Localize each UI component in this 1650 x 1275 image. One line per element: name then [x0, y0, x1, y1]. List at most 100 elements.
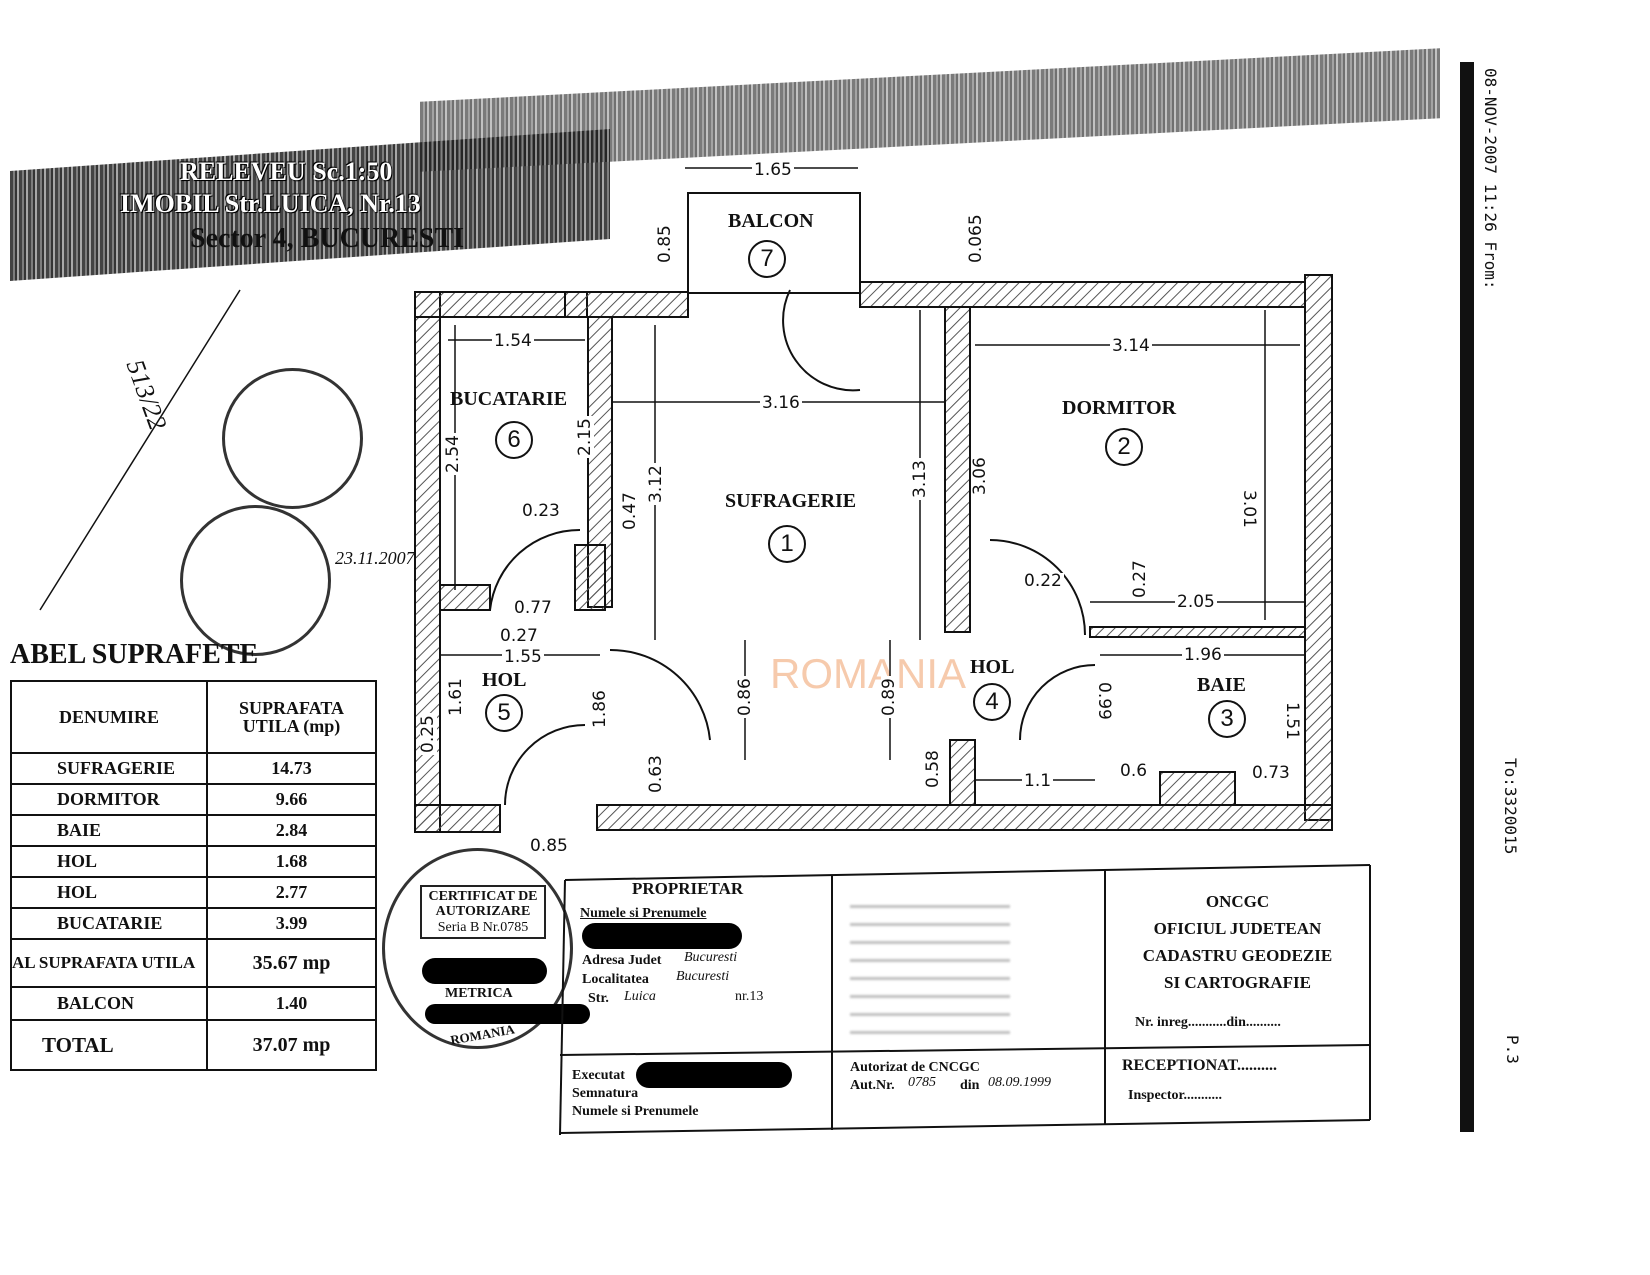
header-cell: SUPRAFATA UTILA (mp) [206, 680, 377, 754]
owner-name-label: Numele si Prenumele [580, 906, 707, 921]
auth-din: din [960, 1078, 980, 1093]
dimension-label: 3.16 [760, 393, 802, 413]
redaction [422, 958, 547, 984]
dimension-label: 0.63 [646, 753, 666, 795]
cert-class: METRICA [445, 986, 513, 1001]
watermark: ROMANIA [770, 650, 967, 697]
oncgc-box: ONCGC OFICIUL JUDETEAN CADASTRU GEODEZIE… [1105, 888, 1370, 996]
fax-to: To:3320015 [1501, 758, 1520, 855]
dimension-label: 3.13 [910, 458, 930, 500]
title-scale: RELEVEU Sc.1:50 [180, 157, 393, 186]
dimension-label: 0.25 [418, 713, 438, 755]
cert-title: CERTIFICAT DE AUTORIZARE [428, 889, 538, 920]
auth-line2: Aut.Nr. [850, 1078, 895, 1093]
dimension-label: 1.55 [502, 647, 544, 667]
dimension-label: 0.89 [879, 676, 899, 718]
dimension-label: 0.27 [1130, 558, 1150, 600]
dimension-label: 1.86 [590, 688, 610, 730]
owner-street-number: nr.13 [735, 989, 764, 1004]
owner-street-label: Str. [588, 991, 609, 1006]
room-number: 3 [1208, 700, 1246, 738]
redaction [425, 1004, 590, 1024]
dimension-label: 1.61 [446, 676, 466, 718]
auth-date: 08.09.1999 [988, 1075, 1051, 1090]
official-stamp [222, 368, 363, 509]
blurred-field [850, 905, 1010, 1035]
dimension-label: 0.47 [620, 490, 640, 532]
redaction [582, 923, 742, 949]
oncgc-line: SI CARTOGRAFIE [1164, 973, 1311, 992]
dimension-label: 0.22 [1022, 571, 1064, 591]
dimension-label: 1.54 [492, 331, 534, 351]
room-label-baie: BAIE [1197, 674, 1246, 696]
dimension-label: 2.54 [443, 433, 463, 475]
dimension-label: 3.14 [1110, 336, 1152, 356]
room-number: 7 [748, 240, 786, 278]
room-label-hol-5: HOL [482, 669, 527, 691]
dimension-label: 1.51 [1282, 700, 1302, 742]
header-cell: DENUMIRE [10, 680, 208, 754]
oncgc-line: CADASTRU GEODEZIE [1142, 946, 1333, 965]
received-label: RECEPTIONAT.......... [1122, 1057, 1277, 1074]
dimension-label: 2.05 [1175, 592, 1217, 612]
room-number: 2 [1105, 428, 1143, 466]
owner-locality-label: Localitatea [582, 972, 649, 987]
redaction [636, 1062, 792, 1088]
dimension-label: 0.6 [1118, 761, 1150, 781]
cert-series: Seria B Nr.0785 [437, 919, 529, 935]
dimension-label: 3.06 [970, 455, 990, 497]
fax-page: P.3 [1503, 1035, 1522, 1064]
executed-label: Executat [572, 1068, 625, 1083]
room-label-bucatarie: BUCATARIE [450, 388, 568, 410]
dimension-label: 0.58 [923, 748, 943, 790]
dimension-label: 0.065 [966, 212, 986, 265]
dimension-label: 1.96 [1182, 645, 1224, 665]
title-address: IMOBIL Str.LUICA, Nr.13 [120, 189, 421, 218]
dimension-label: 0.73 [1250, 763, 1292, 783]
room-label-dormitor: DORMITOR [1062, 397, 1177, 419]
dimension-label: 0.99 [1094, 680, 1114, 722]
dimension-label: 0.27 [498, 626, 540, 646]
room-number: 6 [495, 421, 533, 459]
exec-name-label: Numele si Prenumele [572, 1104, 699, 1119]
room-label-sufragerie: SUFRAGERIE [725, 490, 857, 512]
room-number: 5 [485, 694, 523, 732]
area-table-title: ABEL SUPRAFETE [10, 639, 259, 670]
dimension-label: 2.15 [575, 416, 595, 458]
oncgc-line: ONCGC [1205, 892, 1270, 911]
dimension-label: 1.1 [1022, 771, 1054, 791]
dimension-label: 0.85 [655, 223, 675, 265]
room-label-balcon: BALCON [728, 210, 814, 232]
registration-number: Nr. inreg...........din.......... [1135, 1015, 1281, 1030]
dimension-label: 0.85 [528, 836, 570, 856]
owner-street-value: Luica [624, 989, 656, 1004]
signature-label: Semnatura [572, 1086, 639, 1101]
dimension-label: 0.23 [520, 501, 562, 521]
fax-from: 08-NOV-2007 11:26 From: [1481, 68, 1500, 290]
room-number: 4 [973, 683, 1011, 721]
dimension-label: 3.12 [646, 463, 666, 505]
dimension-label: 1.65 [752, 160, 794, 180]
certificate-stamp [382, 848, 573, 1049]
certificate-box: CERTIFICAT DE AUTORIZARE Seria B Nr.0785 [420, 885, 546, 940]
oncgc-line: OFICIUL JUDETEAN [1153, 919, 1322, 938]
inspector-label: Inspector........... [1128, 1088, 1222, 1103]
handwritten-date: 23.11.2007 [335, 548, 415, 568]
title-sector: Sector 4, BUCURESTI [190, 223, 465, 254]
dimension-label: 0.77 [512, 598, 554, 618]
room-label-hol-4: HOL [970, 656, 1015, 678]
owner-locality-value: Bucuresti [676, 969, 730, 984]
auth-line1: Autorizat de CNCGC [850, 1060, 980, 1075]
dimension-label: 0.86 [735, 676, 755, 718]
